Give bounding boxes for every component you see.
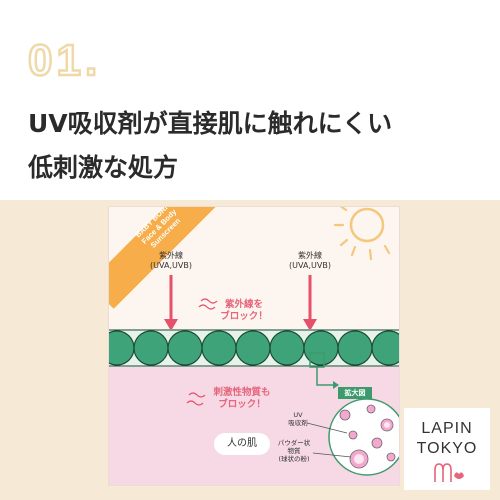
zoom-view: [306, 398, 399, 476]
uv-arrow-left: [164, 275, 178, 331]
rabbit-logo-icon: [434, 463, 464, 482]
diagram-card: BABY BORN Face & Body Sunscreen 紫外線 (UVA…: [108, 206, 400, 486]
block-uv-text: 紫外線を ブロック！: [220, 299, 268, 322]
headline-line-1: UV吸収剤が直接肌に触れにくい: [28, 109, 393, 138]
brand-logo: LAPIN TOKYO: [404, 408, 490, 490]
uv-label-left: 紫外線 (UVA,UVB): [150, 251, 192, 270]
block-irritant-text: 刺激性物質も ブロック！: [213, 387, 271, 410]
zoom-pointer: [309, 352, 339, 389]
headline-line-2: 低刺激な処方: [28, 153, 179, 182]
uv-absorber-label: UV 吸収剤: [288, 411, 308, 427]
powder-label: パウダー状 物質 (球状の粉): [277, 439, 311, 463]
sphere-layer: [109, 329, 399, 367]
section-number: 01.: [27, 35, 102, 87]
skin-label: 人の肌: [214, 433, 270, 455]
sun-icon: [333, 207, 391, 261]
zoom-tag: 拡大図: [338, 387, 372, 399]
uv-label-right: 紫外線 (UVA,UVB): [289, 251, 331, 270]
diagram-art: [109, 207, 399, 476]
squiggle-icon: [186, 298, 218, 406]
uv-arrow-right: [303, 275, 317, 331]
